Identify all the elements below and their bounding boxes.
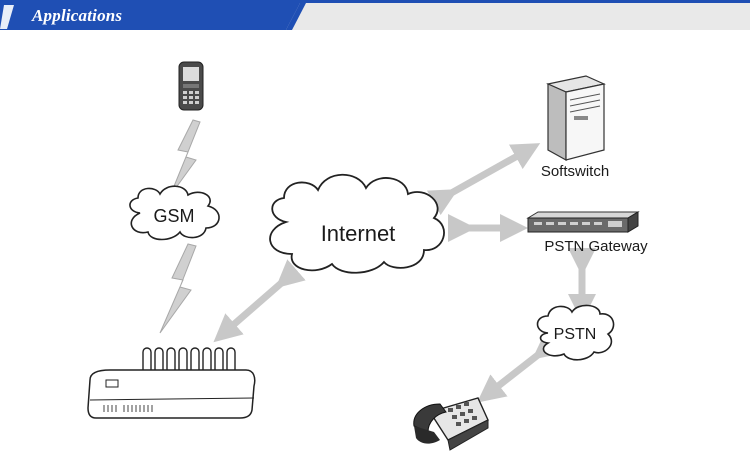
mobile-phone-icon — [178, 61, 204, 111]
header-title: Applications — [32, 6, 123, 25]
softswitch-label: Softswitch — [541, 163, 609, 180]
wireless-links — [159, 119, 201, 334]
internet-label: Internet — [321, 221, 396, 246]
pstn-cloud: PSTN — [536, 304, 615, 361]
lightning-phone-gsm — [169, 119, 201, 197]
link-arrows — [213, 143, 596, 403]
header-background — [0, 0, 750, 34]
pstn-gateway-label: PSTN Gateway — [544, 238, 648, 255]
gsm-label: GSM — [153, 206, 194, 226]
gsm-gateway-device-icon — [87, 347, 256, 419]
lightning-gsm-device — [159, 243, 197, 334]
server-icon — [546, 75, 606, 162]
arrow-pstn-telephone — [476, 331, 563, 403]
pstn-label: PSTN — [554, 326, 597, 343]
desk-telephone-icon — [413, 397, 489, 451]
gsm-cloud: GSM — [129, 185, 220, 241]
header-banner: Applications — [0, 0, 750, 34]
arrow-internet-gateway-device — [213, 259, 306, 343]
network-diagram: GSM Internet Softswitch PSTN Gateway PST… — [87, 61, 648, 451]
pstn-gateway-icon — [526, 211, 640, 233]
internet-cloud: Internet — [269, 173, 445, 274]
arrow-internet-softswitch — [426, 143, 541, 216]
